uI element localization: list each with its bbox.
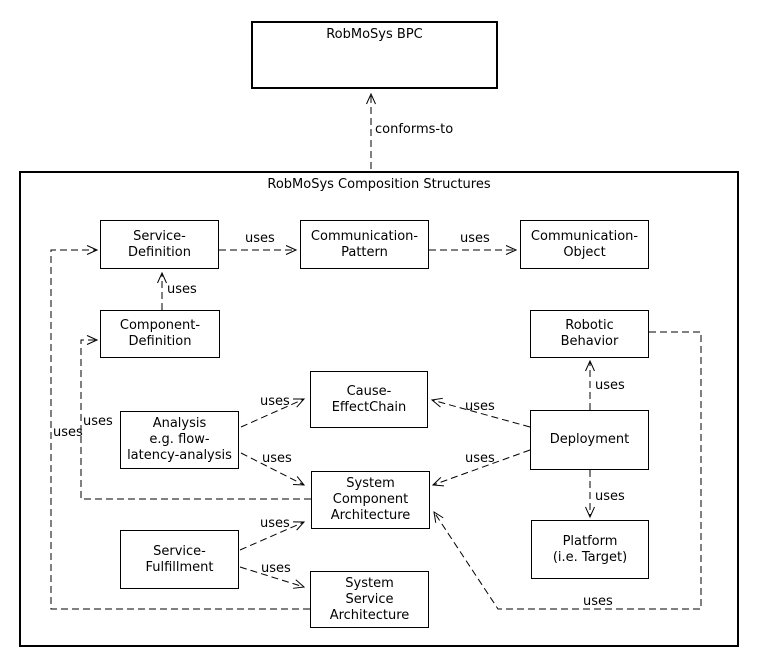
node-label: Component- Definition	[119, 318, 201, 349]
edge-label-uses: uses	[595, 378, 625, 393]
node-label: RobMoSys BPC	[326, 27, 423, 42]
node-communication-object: Communication- Object	[520, 220, 649, 269]
node-label: Cause- EffectChain	[331, 383, 407, 415]
edge-label-uses: uses	[262, 451, 292, 466]
edge-label-uses: uses	[260, 394, 290, 409]
edge-systemcomponentarchitecture-uses-componentdefinition	[80, 340, 311, 500]
node-label: Robotic Behavior	[560, 318, 619, 349]
node-system-service-architecture: System Service Architecture	[310, 571, 429, 628]
edge-label-uses: uses	[167, 282, 197, 297]
edge-servicefulfillment-uses-systemcomponentarchitecture	[239, 522, 304, 551]
node-system-component-architecture: System Component Architecture	[311, 471, 430, 529]
node-service-fulfillment: Service- Fulfillment	[120, 530, 239, 589]
container-title: RobMoSys Composition Structures	[267, 177, 491, 192]
node-label: Service- Fulfillment	[145, 543, 214, 575]
edge-analysis-uses-causeeffectchain	[240, 399, 304, 428]
node-platform: Platform (i.e. Target)	[531, 520, 649, 579]
edge-label-conforms-to: conforms-to	[375, 122, 454, 137]
edge-label-uses: uses	[261, 561, 291, 576]
node-deployment: Deployment	[530, 410, 649, 470]
node-label: System Component Architecture	[330, 476, 411, 523]
edge-label-uses: uses	[465, 451, 495, 466]
node-analysis: Analysis e.g. flow- latency-analysis	[120, 411, 239, 469]
edge-label-uses: uses	[460, 231, 490, 246]
edge-servicefulfillment-uses-systemservicearchitecture	[239, 566, 304, 587]
edge-label-uses: uses	[595, 489, 625, 504]
node-label: Analysis e.g. flow- latency-analysis	[127, 416, 232, 463]
edge-label-uses: uses	[83, 414, 113, 429]
node-label: System Service Architecture	[329, 575, 410, 623]
edge-systemservicearchitecture-uses-servicedefinition	[50, 250, 310, 610]
edge-analysis-uses-systemcomponentarchitecture	[240, 452, 304, 485]
edge-deployment-uses-causeeffectchain	[432, 400, 531, 428]
node-robotic-behavior: Robotic Behavior	[530, 310, 649, 358]
edge-label-uses: uses	[465, 399, 495, 414]
node-label: Communication- Pattern	[310, 228, 419, 260]
node-label: Platform (i.e. Target)	[552, 533, 628, 565]
edge-deployment-uses-systemcomponentarchitecture	[433, 449, 531, 485]
edge-label-uses: uses	[245, 231, 275, 246]
node-component-definition: Component- Definition	[100, 310, 220, 358]
node-communication-pattern: Communication- Pattern	[300, 220, 429, 269]
edge-label-uses: uses	[583, 594, 613, 609]
node-robmosys-bpc: RobMoSys BPC	[251, 21, 498, 89]
node-service-definition: Service- Definition	[100, 220, 219, 269]
node-label: Service- Definition	[128, 228, 191, 260]
node-label: Communication- Object	[530, 228, 639, 260]
edge-label-uses: uses	[53, 425, 83, 440]
edge-label-uses: uses	[260, 516, 290, 531]
edge-roboticbehavior-uses-systemcomponentarchitecture	[434, 331, 702, 610]
node-cause-effectchain: Cause- EffectChain	[310, 371, 428, 428]
node-label: Deployment	[549, 432, 630, 447]
